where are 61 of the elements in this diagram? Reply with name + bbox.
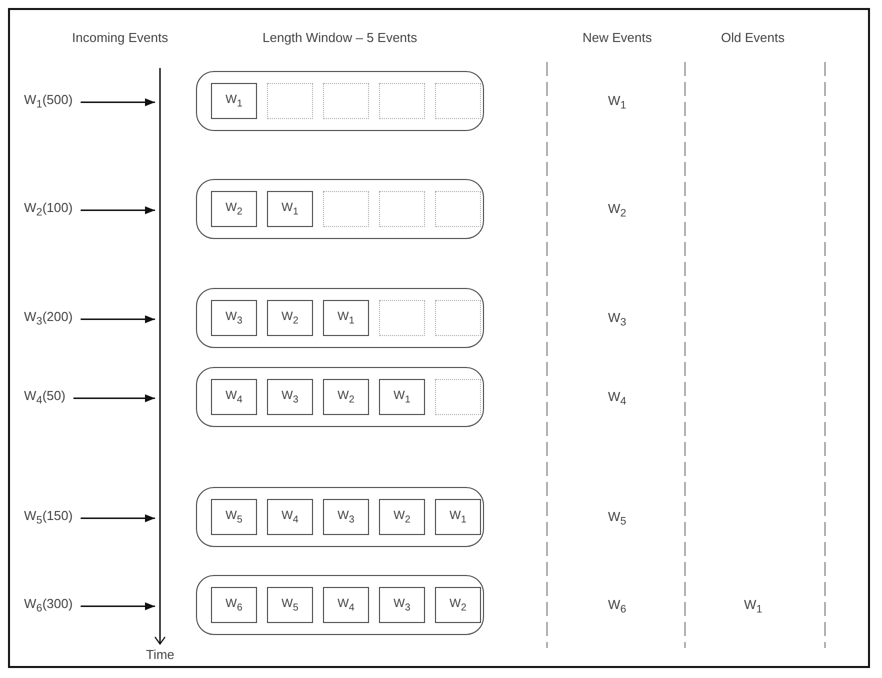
arrow [80,206,155,214]
empty-slot [379,191,425,227]
event-label: W$_{6}$(300) [24,596,73,617]
event-slot: W$_{2}$ [323,379,369,415]
event-label: W$_{4}$(50) [24,388,66,409]
arrow [80,98,155,106]
event-slot: W$_{3}$ [323,499,369,535]
event-name: W$_{6}$ [608,597,626,618]
event-slot: W$_{5}$ [211,499,257,535]
arrow [73,394,155,402]
event-name: W$_{3}$ [608,310,626,331]
empty-slot [379,83,425,119]
event-name: W$_{4}$ [608,389,626,410]
event-slot: W$_{4}$ [211,379,257,415]
empty-slot [323,83,369,119]
time-axis [154,68,166,646]
window-box [196,179,484,239]
empty-slot [323,191,369,227]
event-slot: W$_{1}$ [267,191,313,227]
event-name: W$_{2}$ [608,201,626,222]
empty-slot [267,83,313,119]
event-slot: W$_{1}$ [323,300,369,336]
axis-label: Time [146,647,174,663]
event-slot: W$_{1}$ [379,379,425,415]
event-slot: W$_{4}$ [267,499,313,535]
event-slot: W$_{3}$ [267,379,313,415]
event-slot: W$_{1}$ [211,83,257,119]
column-heading: New Events [582,30,652,46]
arrow [80,602,155,610]
window-box [196,487,484,547]
event-name: W$_{5}$ [608,509,626,530]
event-slot: W$_{1}$ [435,499,481,535]
event-slot: W$_{2}$ [435,587,481,623]
event-label: W$_{3}$(200) [24,309,73,330]
column-heading: Incoming Events [72,30,168,46]
empty-slot [435,379,481,415]
arrow [80,514,155,522]
event-label: W$_{5}$(150) [24,508,73,529]
arrow [80,315,155,324]
event-slot: W$_{3}$ [211,300,257,336]
event-slot: W$_{5}$ [267,587,313,623]
empty-slot [435,191,481,227]
empty-slot [435,83,481,119]
column-heading: Old Events [721,30,785,46]
empty-slot [379,300,425,336]
event-slot: W$_{6}$ [211,587,257,623]
event-slot: W$_{4}$ [323,587,369,623]
event-slot: W$_{2}$ [267,300,313,336]
event-label: W$_{1}$(500) [24,92,73,113]
event-slot: W$_{2}$ [211,191,257,227]
window-box [196,575,484,635]
event-name: W$_{1}$ [608,93,626,114]
empty-slot [435,300,481,336]
event-slot: W$_{3}$ [379,587,425,623]
window-box [196,288,484,348]
window-box [196,71,484,131]
window-box [196,367,484,427]
event-name: W$_{1}$ [744,597,762,618]
event-label: W$_{2}$(100) [24,200,73,221]
event-slot: W$_{2}$ [379,499,425,535]
column-heading: Length Window – 5 Events [262,30,418,46]
